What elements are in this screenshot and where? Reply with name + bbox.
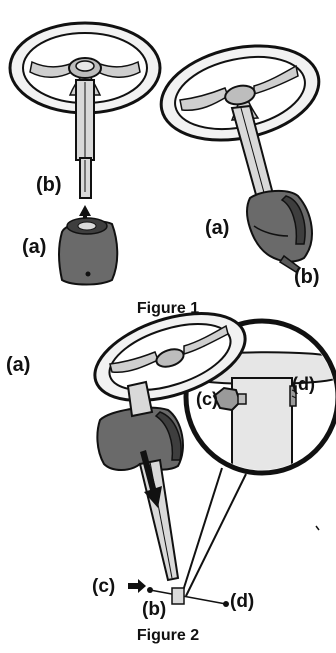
fig2-stray-mark bbox=[315, 525, 320, 531]
fig1-left-base bbox=[58, 217, 119, 286]
fig1-label-a-left: (a) bbox=[22, 236, 46, 258]
fig2-label-d-bottom: (d) bbox=[230, 591, 254, 612]
fig2-shaft bbox=[138, 458, 180, 582]
fig1-left-shaft bbox=[75, 79, 95, 199]
fig1-right-base bbox=[246, 190, 313, 273]
fig2-label-c-bottom: (c) bbox=[92, 576, 115, 597]
fig2-down-arrow bbox=[140, 450, 162, 508]
fig1-label-b-left: (b) bbox=[36, 174, 62, 196]
fig2-base bbox=[96, 380, 184, 471]
fig1-label-b-right: (b) bbox=[294, 266, 320, 288]
fig2-label-a: (a) bbox=[6, 354, 30, 376]
fig1-right-steering-wheel bbox=[159, 44, 321, 142]
fig2-label-d-zoom: (d) bbox=[292, 374, 315, 394]
fig2-label-c-zoom: (c) bbox=[196, 389, 218, 409]
figure2-caption: Figure 2 bbox=[137, 627, 199, 644]
fig2-steering-wheel bbox=[93, 312, 247, 402]
fig1-label-a-right: (a) bbox=[205, 217, 229, 239]
fig2-label-b-bottom: (b) bbox=[142, 599, 166, 620]
figure1-caption: Figure 1 bbox=[137, 300, 199, 317]
fig2-bolt-and-nut bbox=[128, 579, 229, 607]
